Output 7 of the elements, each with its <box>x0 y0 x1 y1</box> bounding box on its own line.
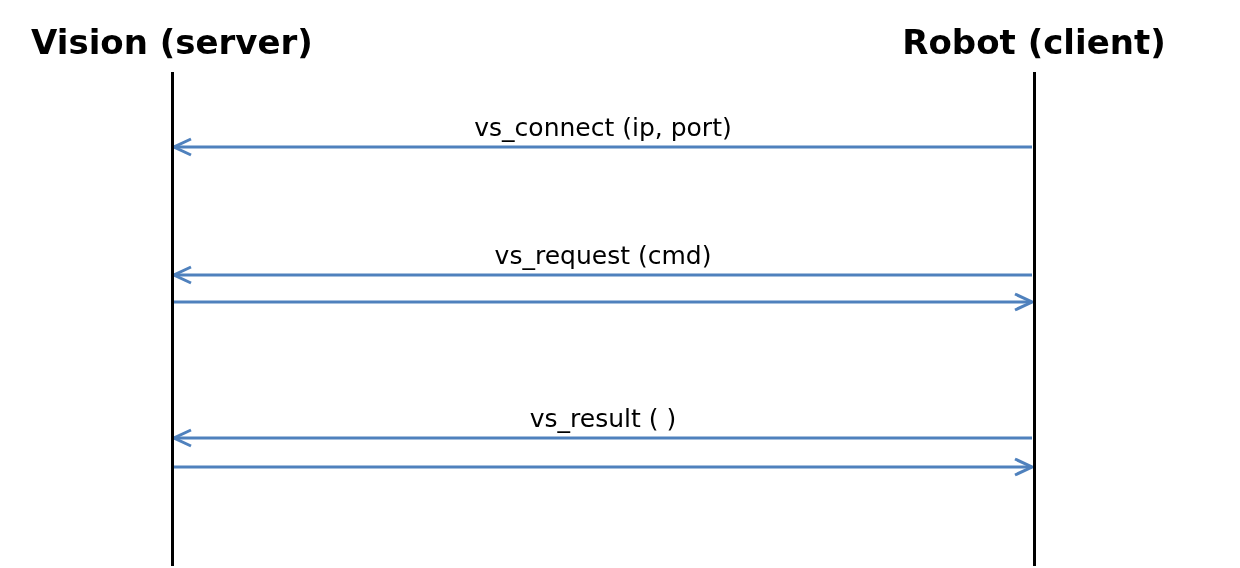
message-arrow <box>174 292 1034 312</box>
message-arrow <box>172 428 1032 448</box>
message-arrow <box>174 457 1034 477</box>
message-arrow <box>172 137 1032 157</box>
participant-heading: Vision (server) <box>31 22 313 62</box>
message-arrow <box>172 265 1032 285</box>
participant-heading: Robot (client) <box>902 22 1166 62</box>
